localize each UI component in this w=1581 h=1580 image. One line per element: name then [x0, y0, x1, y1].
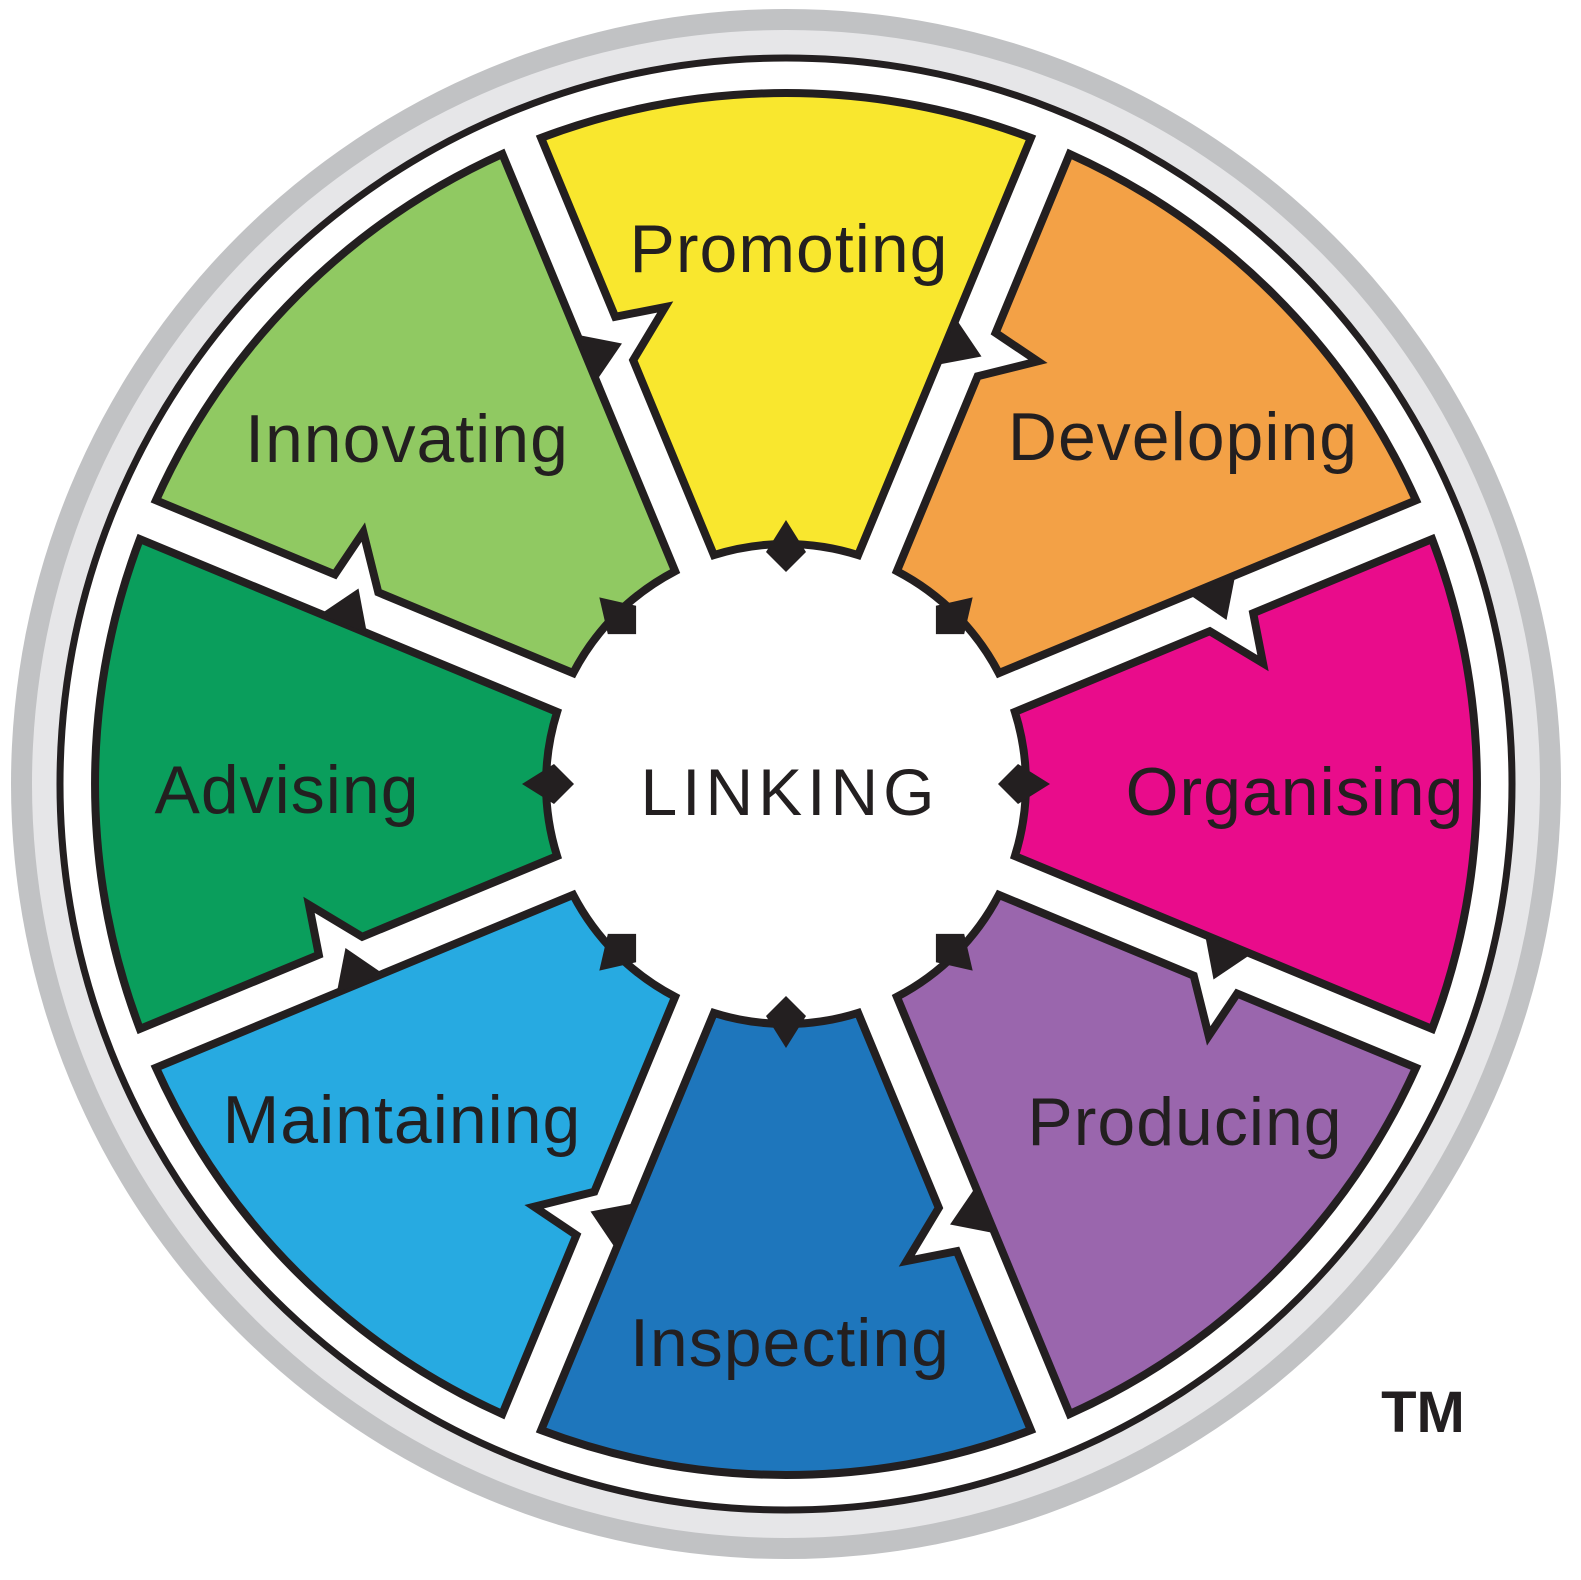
segment-maintaining [150, 889, 681, 1420]
segment-label-maintaining: Maintaining [223, 1082, 582, 1158]
center-pointer-diamond-icon-innovating [599, 597, 637, 635]
clockwise-arrow-icon-promoting [936, 318, 982, 365]
segment-organising [998, 533, 1481, 1035]
center-pointer-diamond-icon-promoting [766, 520, 806, 572]
segment-advising [91, 533, 574, 1035]
segment-wedge-producing [891, 889, 1422, 1420]
center-pointer-diamond-icon-producing [935, 933, 973, 971]
segment-wedge-developing [891, 148, 1422, 679]
center-pointer-diamond-icon-developing [935, 597, 973, 635]
segment-wedge-advising [91, 533, 563, 1035]
clockwise-arrow-icon-advising [320, 588, 367, 634]
segment-inspecting [535, 996, 1037, 1479]
clockwise-arrow-icon-innovating [577, 334, 622, 381]
segment-innovating [150, 148, 681, 679]
segment-wedge-organising [1009, 533, 1481, 1035]
segment-label-advising: Advising [154, 752, 419, 828]
segments-layer [91, 89, 1481, 1479]
clockwise-arrow-icon-maintaining [336, 948, 383, 993]
clockwise-arrow-icon-developing [1189, 575, 1236, 620]
center-pointer-diamond-icon-maintaining [599, 933, 637, 971]
clockwise-arrow-icon-producing [950, 1187, 995, 1234]
segment-producing [891, 889, 1422, 1420]
segment-label-developing: Developing [1008, 399, 1358, 475]
center-pointer-diamond-icon-organising [998, 764, 1050, 804]
clockwise-arrow-icon-inspecting [590, 1203, 636, 1250]
segment-wedge-innovating [150, 148, 681, 679]
segment-developing [891, 148, 1422, 679]
segment-wedge-maintaining [150, 889, 681, 1420]
center-label: LINKING [640, 755, 939, 829]
labels-layer: LINKING TM PromotingDevelopingOrganising… [154, 211, 1464, 1445]
trademark-symbol: TM [1381, 1380, 1465, 1445]
segment-label-promoting: Promoting [630, 211, 949, 287]
center-pointer-diamond-icon-inspecting [766, 996, 806, 1048]
segment-label-producing: Producing [1027, 1084, 1342, 1160]
segment-wedge-inspecting [535, 1007, 1037, 1479]
segment-promoting [535, 89, 1037, 572]
segment-label-innovating: Innovating [245, 401, 569, 477]
segment-label-organising: Organising [1126, 754, 1465, 830]
center-pointer-diamond-icon-advising [522, 764, 574, 804]
segment-label-inspecting: Inspecting [630, 1305, 950, 1381]
segment-wedge-promoting [535, 89, 1037, 561]
clockwise-arrow-icon-organising [1205, 934, 1252, 980]
